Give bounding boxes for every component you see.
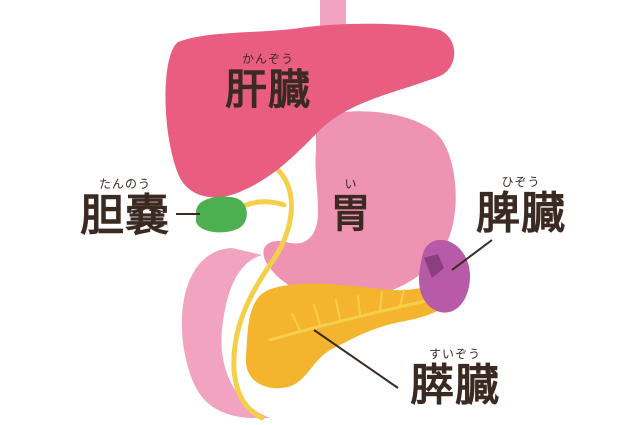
- spleen-ruby: ひぞう: [501, 175, 541, 189]
- label-pancreas: すいぞう 膵臓: [400, 348, 510, 408]
- spleen-notch: [424, 254, 444, 278]
- pancreas-kanji: 膵臓: [410, 360, 500, 411]
- duodenum: [181, 248, 270, 418]
- pancreatic-branches: [291, 289, 405, 331]
- bile-duct: [231, 165, 294, 421]
- leader-pancreas: [313, 329, 399, 389]
- liver: [165, 23, 455, 198]
- pancreas-ruby: すいぞう: [428, 347, 481, 361]
- gall-ruby: たんのう: [98, 177, 151, 191]
- liver-kanji: 肝臓: [224, 65, 311, 114]
- label-liver: かんぞう 肝臓: [218, 53, 318, 111]
- stomach: [263, 111, 456, 300]
- stomach-kanji: 胃: [330, 191, 372, 237]
- label-gallbladder: たんのう 胆嚢: [70, 178, 180, 238]
- spleen-kanji: 脾臓: [476, 188, 566, 239]
- leader-spleen: [451, 239, 493, 271]
- spleen: [418, 239, 470, 313]
- gallbladder: [196, 196, 247, 233]
- gall-kanji: 胆嚢: [80, 190, 170, 241]
- liver-ruby: かんぞう: [241, 52, 294, 66]
- pancreatic-duct: [268, 298, 432, 342]
- label-stomach: い 胃: [326, 178, 376, 234]
- pancreas: [245, 283, 448, 389]
- label-spleen: ひぞう 脾臓: [466, 176, 576, 236]
- stomach-ruby: い: [344, 177, 358, 191]
